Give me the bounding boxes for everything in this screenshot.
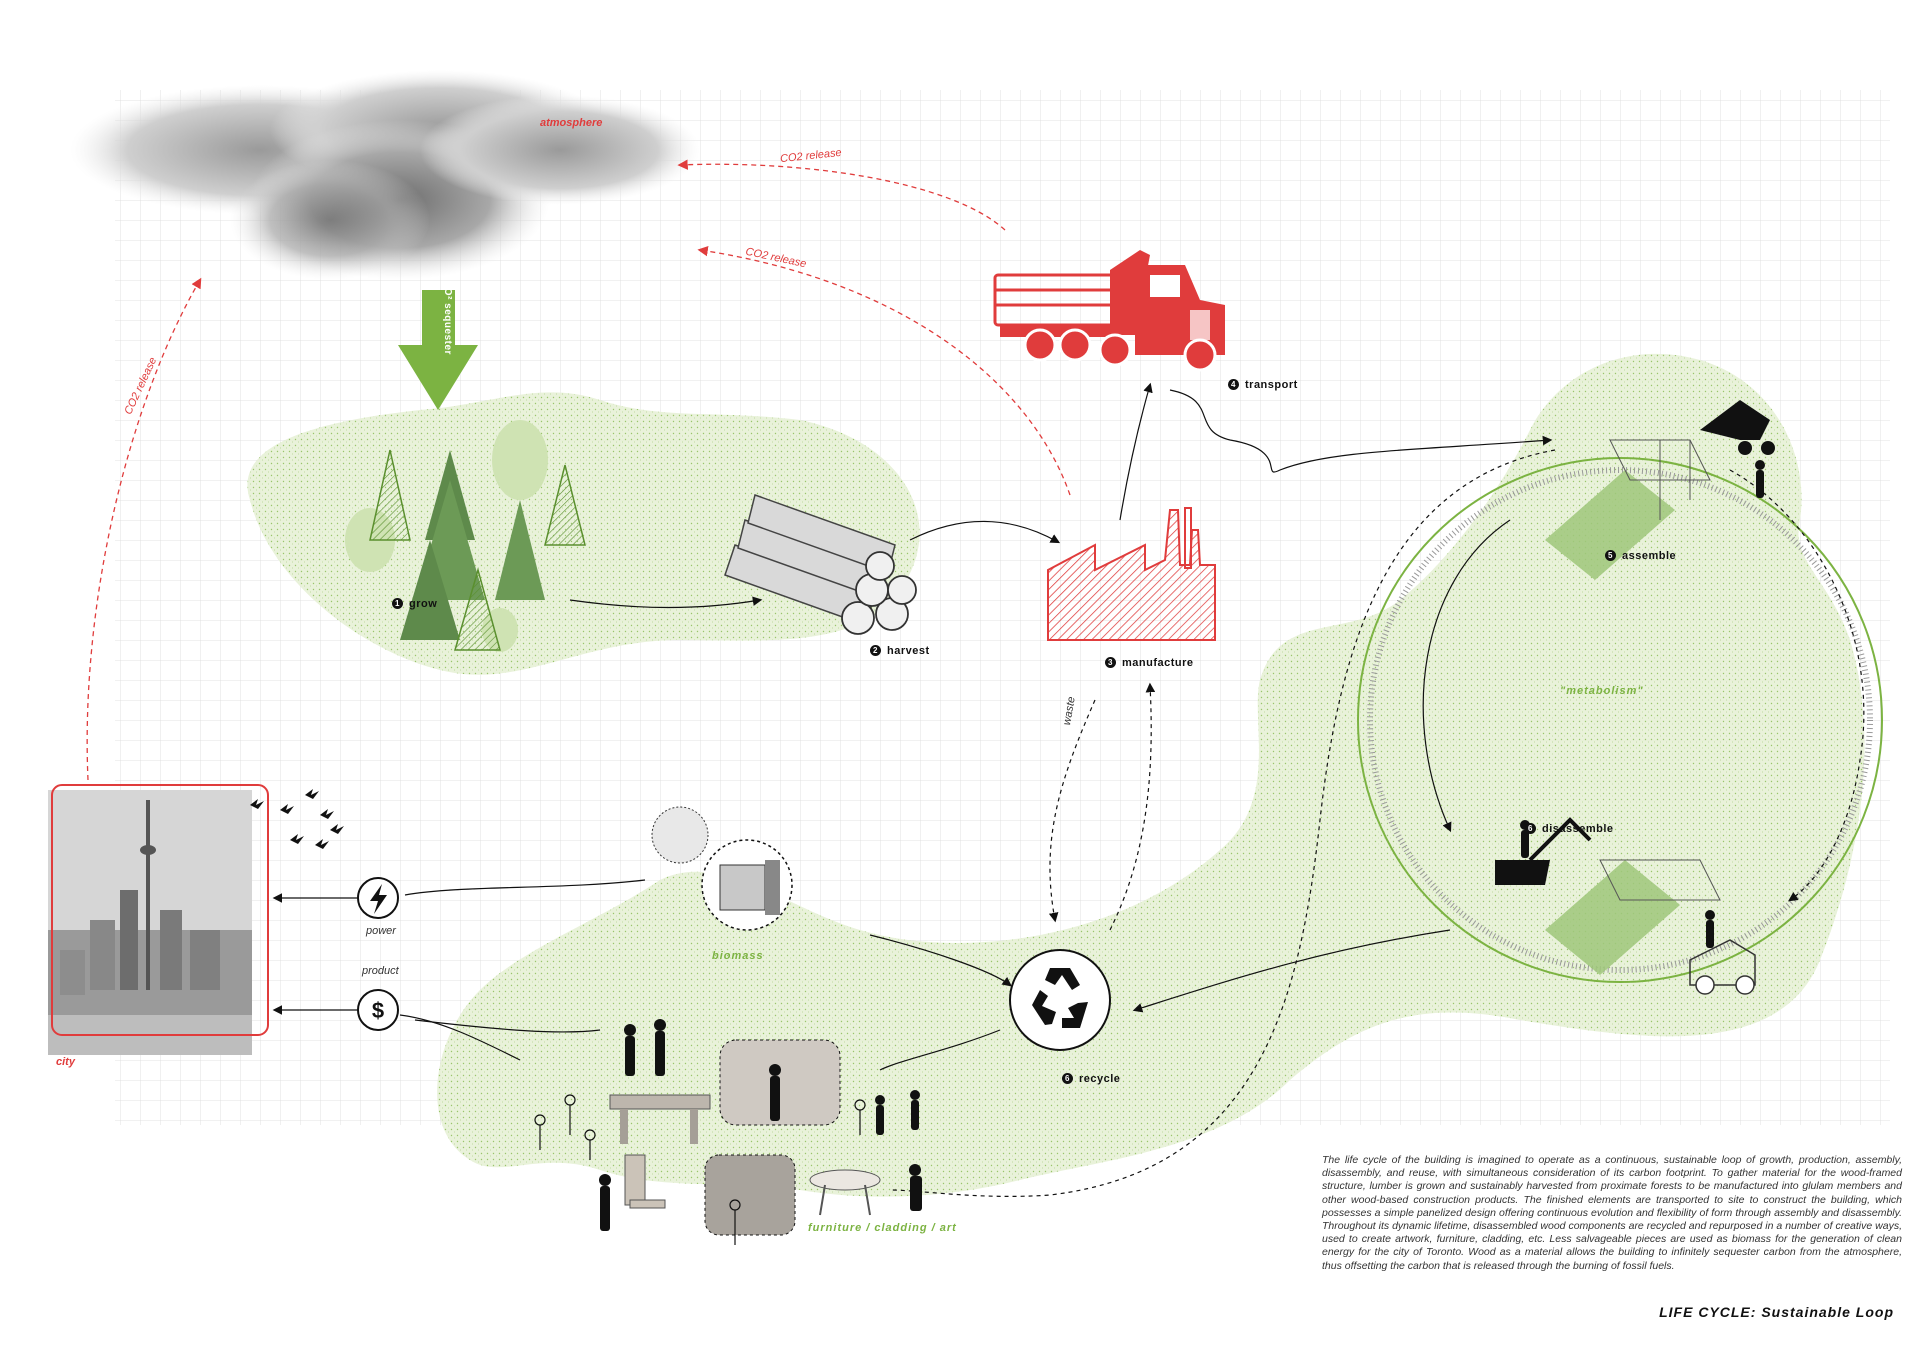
truck-icon: [993, 250, 1225, 372]
stage-number: 2: [870, 645, 881, 656]
stage-number: 3: [1105, 657, 1116, 668]
stage-transport: 4 transport: [1228, 379, 1298, 391]
person-outline-icon: [534, 1094, 866, 1245]
city-label: city: [56, 1056, 75, 1068]
co2-release-arrows: [86, 159, 1071, 781]
dashed-flow-arrows: [889, 449, 1556, 1197]
tree-icon: [345, 420, 586, 652]
stage-label: disassemble: [1542, 823, 1614, 835]
stage-harvest: 2 harvest: [870, 645, 930, 657]
chair-icon: [624, 1154, 666, 1209]
cloud-icon: [70, 70, 700, 280]
stage-number: 4: [1228, 379, 1239, 390]
power-label: power: [366, 925, 396, 937]
table-icon: [609, 1094, 711, 1144]
stage-label: grow: [409, 598, 438, 610]
log-pile-icon: [724, 494, 917, 635]
bird-icon: [250, 789, 344, 849]
recycle-icon: [1009, 949, 1111, 1051]
metabolism-ring: [1357, 457, 1883, 983]
stage-label: assemble: [1622, 550, 1677, 562]
stage-disassemble: 6 disassemble: [1525, 823, 1614, 835]
furniture-label: furniture / cladding / art: [808, 1222, 957, 1234]
stage-number: 6: [1062, 1073, 1073, 1084]
stage-assemble: 5 assemble: [1605, 550, 1676, 562]
metabolism-label: "metabolism": [1560, 685, 1644, 697]
dollar-icon: $: [357, 989, 399, 1031]
stage-recycle: 6 recycle: [1062, 1073, 1120, 1085]
stage-manufacture: 3 manufacture: [1105, 657, 1194, 669]
co2-sequester-label: CO² sequester: [441, 280, 453, 355]
stage-label: manufacture: [1122, 657, 1194, 669]
lightning-icon: [357, 877, 399, 919]
atmosphere-label: atmosphere: [540, 117, 603, 129]
city-photo: [48, 784, 269, 1055]
stage-number: 1: [392, 598, 403, 609]
stage-grow: 1 grow: [392, 598, 437, 610]
flow-arrows: [272, 382, 1553, 1071]
stage-label: harvest: [887, 645, 930, 657]
boiler-icon: [651, 806, 793, 931]
stage-number: 6: [1525, 823, 1536, 834]
stage-number: 5: [1605, 550, 1616, 561]
svg-text:$: $: [372, 998, 384, 1023]
assembly-building: [1545, 400, 1775, 580]
disassembly-building: [1495, 817, 1756, 995]
biomass-label: biomass: [712, 950, 764, 962]
factory-icon: [1047, 507, 1216, 641]
stage-label: recycle: [1079, 1073, 1121, 1085]
description-text: The life cycle of the building is imagin…: [1322, 1154, 1902, 1272]
stage-label: transport: [1245, 379, 1298, 391]
product-label: product: [362, 965, 399, 977]
sequester-arrow: [398, 290, 478, 410]
person-silhouette-icon: [599, 460, 1765, 1231]
page-title: LIFE CYCLE: Sustainable Loop: [1659, 1304, 1894, 1320]
